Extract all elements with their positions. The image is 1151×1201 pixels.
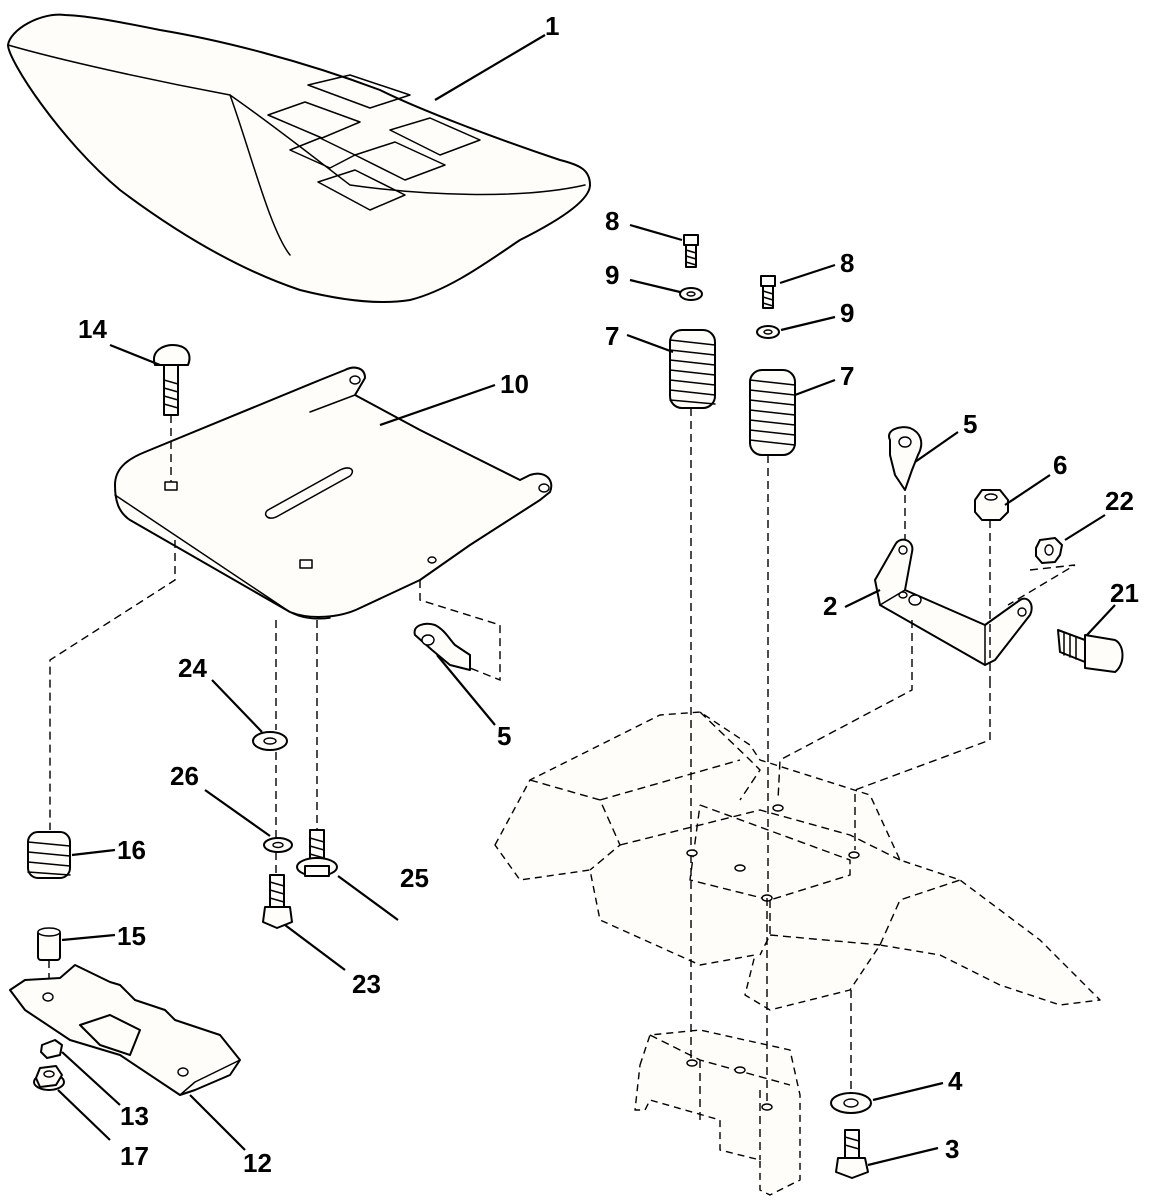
callout-21: 21 [1110,578,1139,608]
callout-7b: 7 [840,361,854,391]
callout-12: 12 [243,1148,272,1178]
leader-lines [57,34,1116,1167]
callout-8a: 8 [605,206,619,236]
carriage-bolt [153,344,191,482]
guide-line-frame [690,855,768,1105]
callout-1: 1 [545,11,559,41]
plate-12 [9,964,241,1096]
nut-13 [40,1039,63,1059]
spacer-15 [37,927,61,990]
flange-nut-17 [33,1065,65,1091]
callout-6: 6 [1053,450,1067,480]
callout-15: 15 [117,921,146,951]
callout-26: 26 [170,761,199,791]
compression-spring-16 [27,831,71,879]
callout-14: 14 [78,314,107,344]
callout-16: 16 [117,835,146,865]
spring-assembly-right [749,275,796,895]
chassis-frame [494,711,1101,1196]
callout-24: 24 [178,653,207,683]
callout-2: 2 [823,591,837,621]
washer-4 [830,1092,872,1114]
callout-4: 4 [948,1066,963,1096]
callout-labels: 1 2 3 4 5 5 6 7 7 8 8 9 9 10 12 13 14 15… [78,11,1139,1178]
callout-22: 22 [1105,486,1134,516]
spring-assembly-left [669,234,716,850]
seat-pan [114,366,553,620]
callout-10: 10 [500,369,529,399]
callout-9a: 9 [605,260,619,290]
callout-13: 13 [120,1101,149,1131]
seat-clip-left [413,580,501,682]
lock-washer-26 [263,837,293,853]
hex-bolt-3 [835,1129,869,1179]
callout-8b: 8 [840,248,854,278]
hex-bolt-23 [262,874,293,929]
flange-bolt-25 [296,829,338,877]
callout-9b: 9 [840,298,854,328]
lock-nut [974,489,1009,680]
guide-line-16 [49,540,176,830]
washer-24 [252,731,288,751]
hex-nut [1007,537,1076,606]
seat-bracket [777,538,1033,850]
callout-25: 25 [400,863,429,893]
callout-7a: 7 [605,321,619,351]
callout-5a: 5 [963,409,977,439]
seat [7,13,591,303]
callout-17: 17 [120,1141,149,1171]
callout-5b: 5 [497,721,511,751]
callout-23: 23 [352,969,381,999]
callout-3: 3 [945,1134,959,1164]
shoulder-bolt [1057,629,1124,673]
